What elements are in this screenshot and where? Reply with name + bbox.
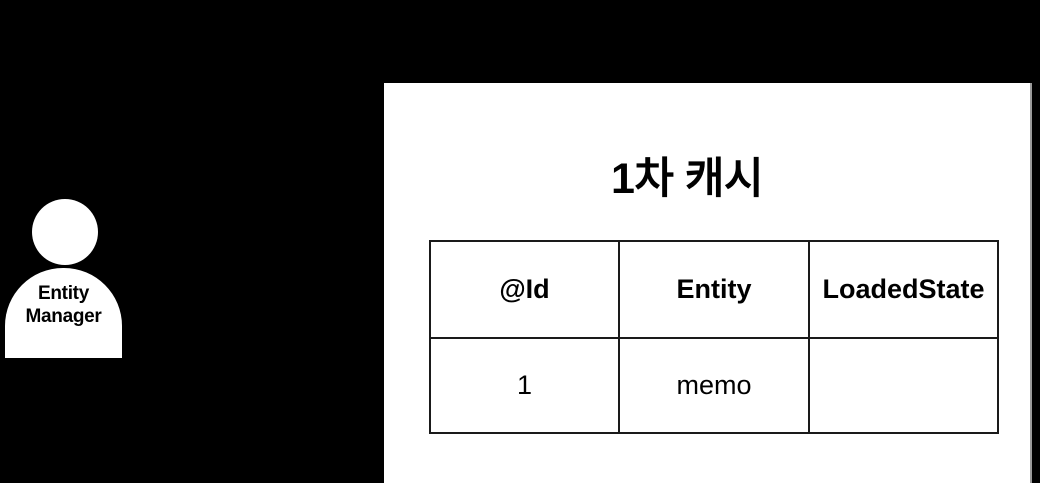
cell-entity: memo: [618, 337, 810, 434]
table-header-row: @Id Entity LoadedState: [429, 240, 999, 339]
panel-title: 1차 캐시: [610, 155, 764, 203]
actor-head-icon: [32, 199, 98, 265]
cell-loadedstate: [808, 337, 999, 434]
actor-body-icon: [5, 268, 122, 358]
column-header-entity: Entity: [618, 240, 810, 339]
cache-table-head: @Id Entity LoadedState: [429, 240, 999, 339]
table-row: 1 memo: [429, 337, 999, 434]
actor-label: Entity Manager: [5, 282, 122, 328]
first-level-cache-panel: 1차 캐시 @Id Entity LoadedState 1 memo: [384, 83, 1032, 483]
column-header-loadedstate: LoadedState: [808, 240, 999, 339]
cache-table-body: 1 memo: [429, 337, 999, 434]
actor-label-line2: Manager: [25, 306, 102, 327]
cache-table: @Id Entity LoadedState 1 memo: [429, 240, 999, 434]
actor-label-line1: Entity: [38, 283, 89, 304]
entity-manager-actor: Entity Manager: [0, 196, 130, 361]
cell-id: 1: [429, 337, 620, 434]
column-header-id: @Id: [429, 240, 620, 339]
